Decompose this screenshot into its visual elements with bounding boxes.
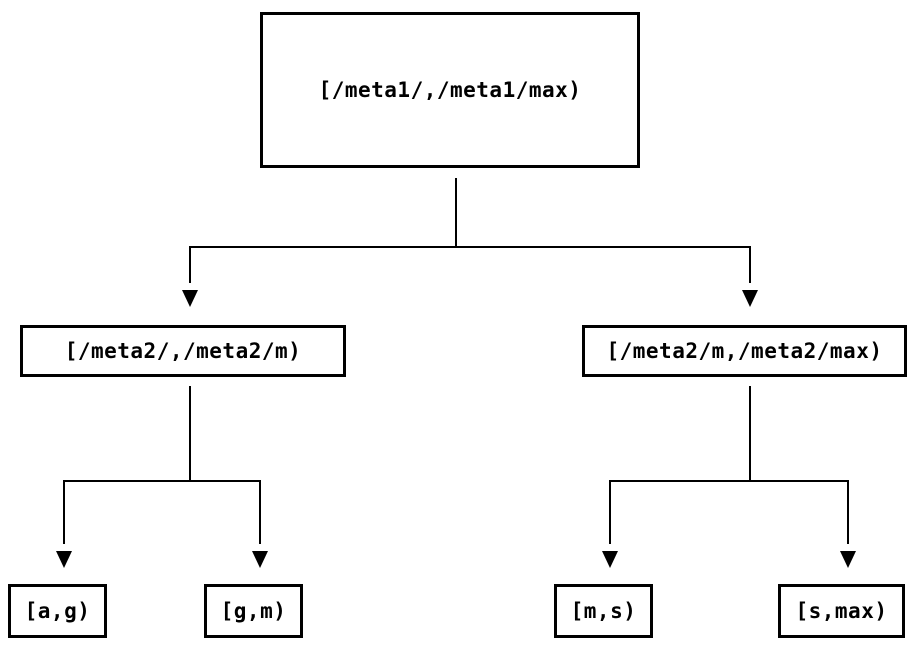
node-leaf-ms: [m,s): [554, 584, 653, 638]
edge-right-to-leaves: [602, 386, 856, 568]
arrow-down-icon: [742, 290, 758, 307]
arrow-down-icon: [840, 551, 856, 568]
edge-root-to-children: [182, 178, 758, 307]
arrow-down-icon: [56, 551, 72, 568]
node-right-interval: [/meta2/m,/meta2/max): [582, 325, 907, 377]
node-label: [/meta2/m,/meta2/max): [606, 339, 883, 363]
node-leaf-ag: [a,g): [8, 584, 107, 638]
node-root-interval: [/meta1/,/meta1/max): [260, 12, 640, 168]
node-label: [a,g): [24, 599, 91, 623]
arrow-down-icon: [182, 290, 198, 307]
node-left-interval: [/meta2/,/meta2/m): [20, 325, 346, 377]
node-leaf-smax: [s,max): [778, 584, 905, 638]
node-label: [g,m): [220, 599, 287, 623]
node-label: [/meta2/,/meta2/m): [64, 339, 302, 363]
edge-left-to-leaves: [56, 386, 268, 568]
arrow-down-icon: [602, 551, 618, 568]
arrow-down-icon: [252, 551, 268, 568]
node-label: [m,s): [570, 599, 637, 623]
node-label: [s,max): [795, 599, 888, 623]
node-leaf-gm: [g,m): [204, 584, 303, 638]
node-label: [/meta1/,/meta1/max): [318, 78, 582, 102]
